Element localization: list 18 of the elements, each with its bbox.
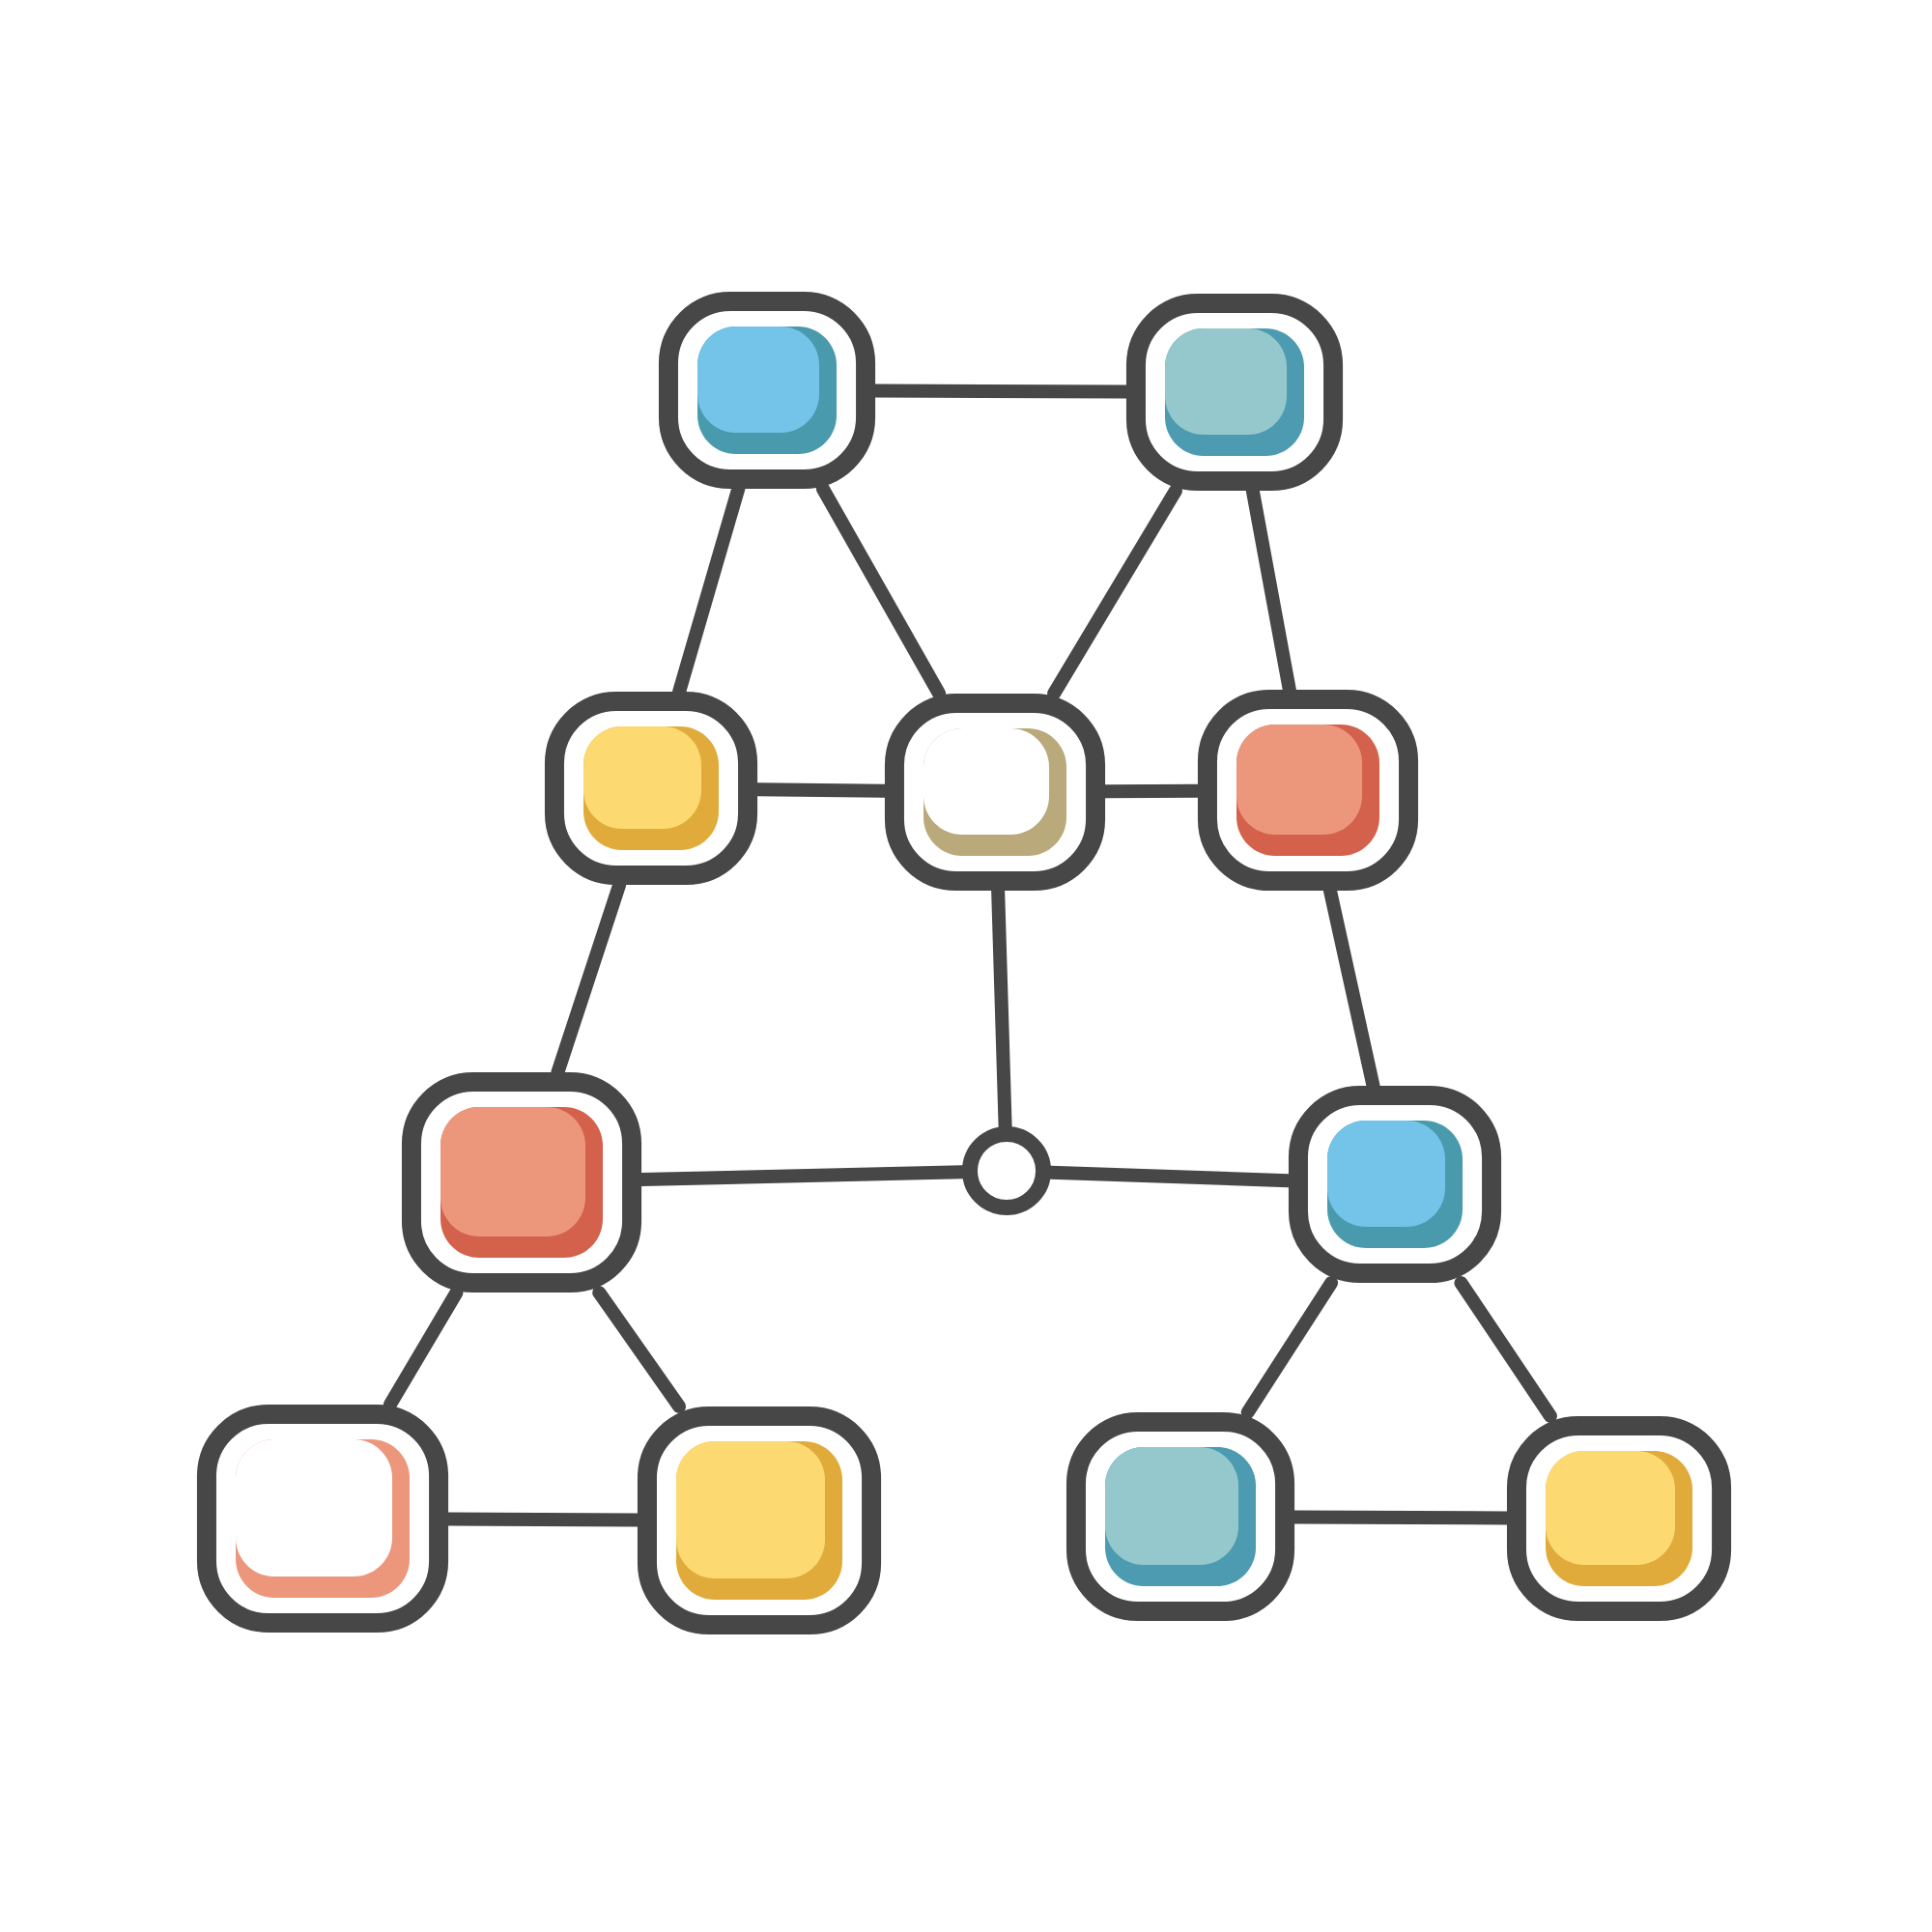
- network-node-box: [1288, 1085, 1502, 1284]
- network-node-box: [401, 1071, 642, 1293]
- network-node-box: [1197, 689, 1419, 892]
- connector-line: [1454, 1276, 1557, 1423]
- connector-line: [592, 1286, 687, 1413]
- connector-line: [383, 1286, 464, 1411]
- network-node-box: [637, 1406, 882, 1635]
- connector-line: [815, 482, 947, 700]
- network-node-box: [1506, 1415, 1732, 1622]
- network-node-box: [196, 1404, 449, 1634]
- network-node-box: [544, 691, 758, 886]
- junction-circle: [962, 1126, 1052, 1216]
- connector-line: [1047, 484, 1182, 700]
- network-node-box: [884, 693, 1106, 892]
- network-node-box: [1125, 293, 1344, 492]
- connector-line: [1240, 1276, 1339, 1419]
- network-node-box: [658, 291, 876, 490]
- network-node-box: [1065, 1411, 1295, 1622]
